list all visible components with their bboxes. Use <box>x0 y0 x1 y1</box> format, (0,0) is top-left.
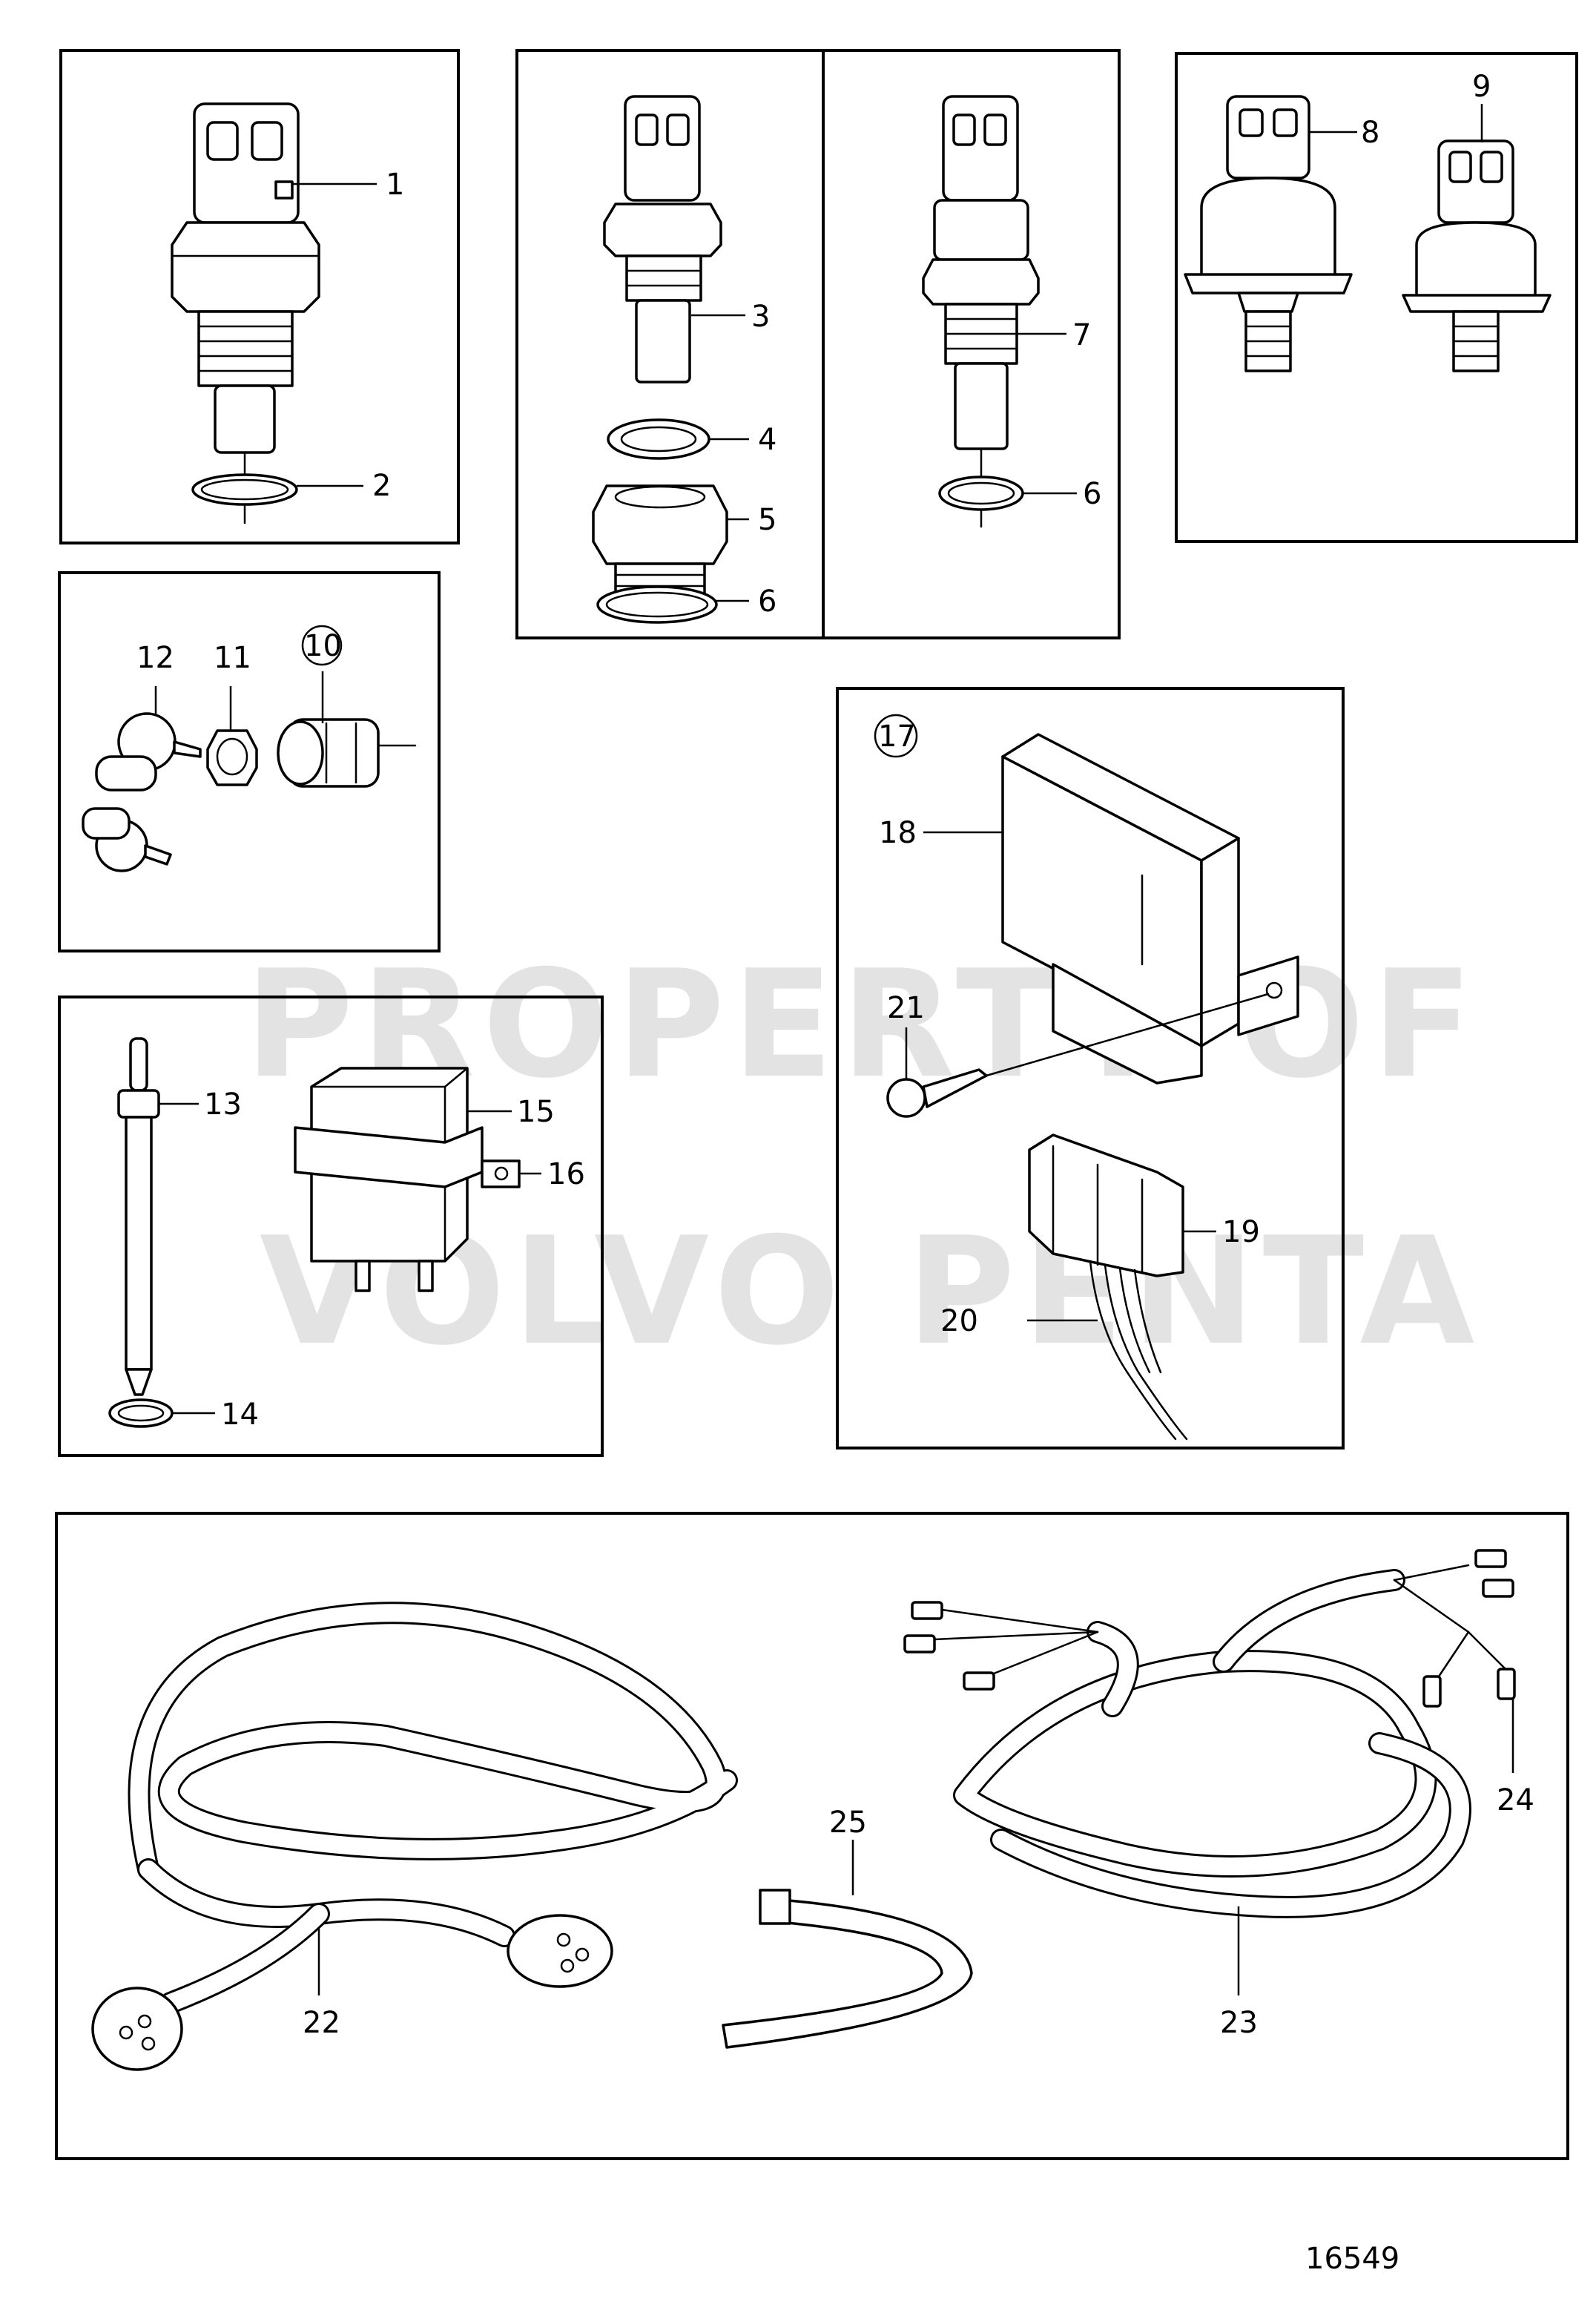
sensor-1-connector <box>193 102 300 224</box>
panel-pressure-sensors: 8 9 <box>1175 52 1578 543</box>
connector-19 <box>1028 1133 1184 1277</box>
panel-frame <box>58 996 604 1457</box>
cable-harness-23: 24 23 <box>903 1549 1534 2040</box>
panel-frame <box>59 49 460 544</box>
callout-19: 19 <box>1222 1215 1260 1249</box>
cable-tie-25: 25 <box>722 1806 973 2049</box>
callout-13: 13 <box>204 1087 242 1122</box>
callout-6a: 6 <box>758 585 776 619</box>
cable-harness-22: 22 <box>91 1602 738 2071</box>
sensor-1-probe <box>214 384 276 454</box>
panel-glow-plug-relay: 13 14 15 16 <box>58 996 604 1457</box>
callout-3: 3 <box>751 300 770 334</box>
sensor-7-connector <box>942 95 1019 202</box>
sensor-8-connector <box>1226 95 1310 180</box>
glow-plug-13 <box>129 1037 148 1092</box>
callout-9: 9 <box>1472 70 1491 104</box>
sensor-3-probe <box>635 299 691 384</box>
drawing-number: 16549 <box>1305 2242 1399 2276</box>
sealing-ring-6b <box>938 476 1024 511</box>
callout-4: 4 <box>758 423 776 457</box>
relay-bracket-16 <box>481 1159 521 1188</box>
plug-a <box>91 1987 183 2071</box>
panel-frame <box>55 1512 1569 2160</box>
sensor-1-thread <box>197 310 294 387</box>
callout-22: 22 <box>303 2006 340 2040</box>
callout-18: 18 <box>879 816 917 850</box>
callout-20: 20 <box>940 1304 978 1338</box>
panel-cable-harness: 22 25 <box>55 1512 1569 2160</box>
adapter-5 <box>592 484 728 565</box>
callout-7: 7 <box>1072 318 1091 352</box>
sensor-7-probe <box>954 362 1009 450</box>
callout-14: 14 <box>221 1398 259 1432</box>
panel-control-unit: 17 18 21 19 20 <box>836 687 1345 1449</box>
callout-10: 10 <box>304 629 342 663</box>
panel-sensor-adapter: 3 4 5 6 7 6 <box>515 49 1121 639</box>
callout-1: 1 <box>386 168 404 202</box>
panel-frame <box>836 687 1345 1449</box>
callout-12: 12 <box>136 641 174 675</box>
sensor-1-hex <box>171 221 320 313</box>
nut-11 <box>206 729 258 786</box>
plug-b <box>507 1914 613 1988</box>
callout-24: 24 <box>1497 1783 1534 1817</box>
screw-21 <box>886 1078 926 1118</box>
callout-23: 23 <box>1220 2006 1258 2040</box>
callout-5: 5 <box>758 503 776 537</box>
callout-17: 17 <box>878 720 916 754</box>
washer-4 <box>607 418 710 460</box>
callout-15: 15 <box>517 1095 555 1129</box>
panel-temp-sensor: 1 2 <box>59 49 460 544</box>
sensor-3-connector <box>624 95 701 202</box>
callout-8: 8 <box>1361 116 1379 150</box>
panel-frame <box>1175 52 1578 543</box>
callout-21: 21 <box>887 991 925 1025</box>
callout-25: 25 <box>829 1806 867 1840</box>
panel-frame <box>58 571 441 952</box>
panel-ignition-switch: 12 11 10 <box>58 571 441 952</box>
panel-frame <box>515 49 1121 639</box>
callout-6b: 6 <box>1083 477 1101 511</box>
callout-16: 16 <box>547 1157 585 1191</box>
callout-11: 11 <box>214 641 251 675</box>
callout-2: 2 <box>372 469 391 503</box>
